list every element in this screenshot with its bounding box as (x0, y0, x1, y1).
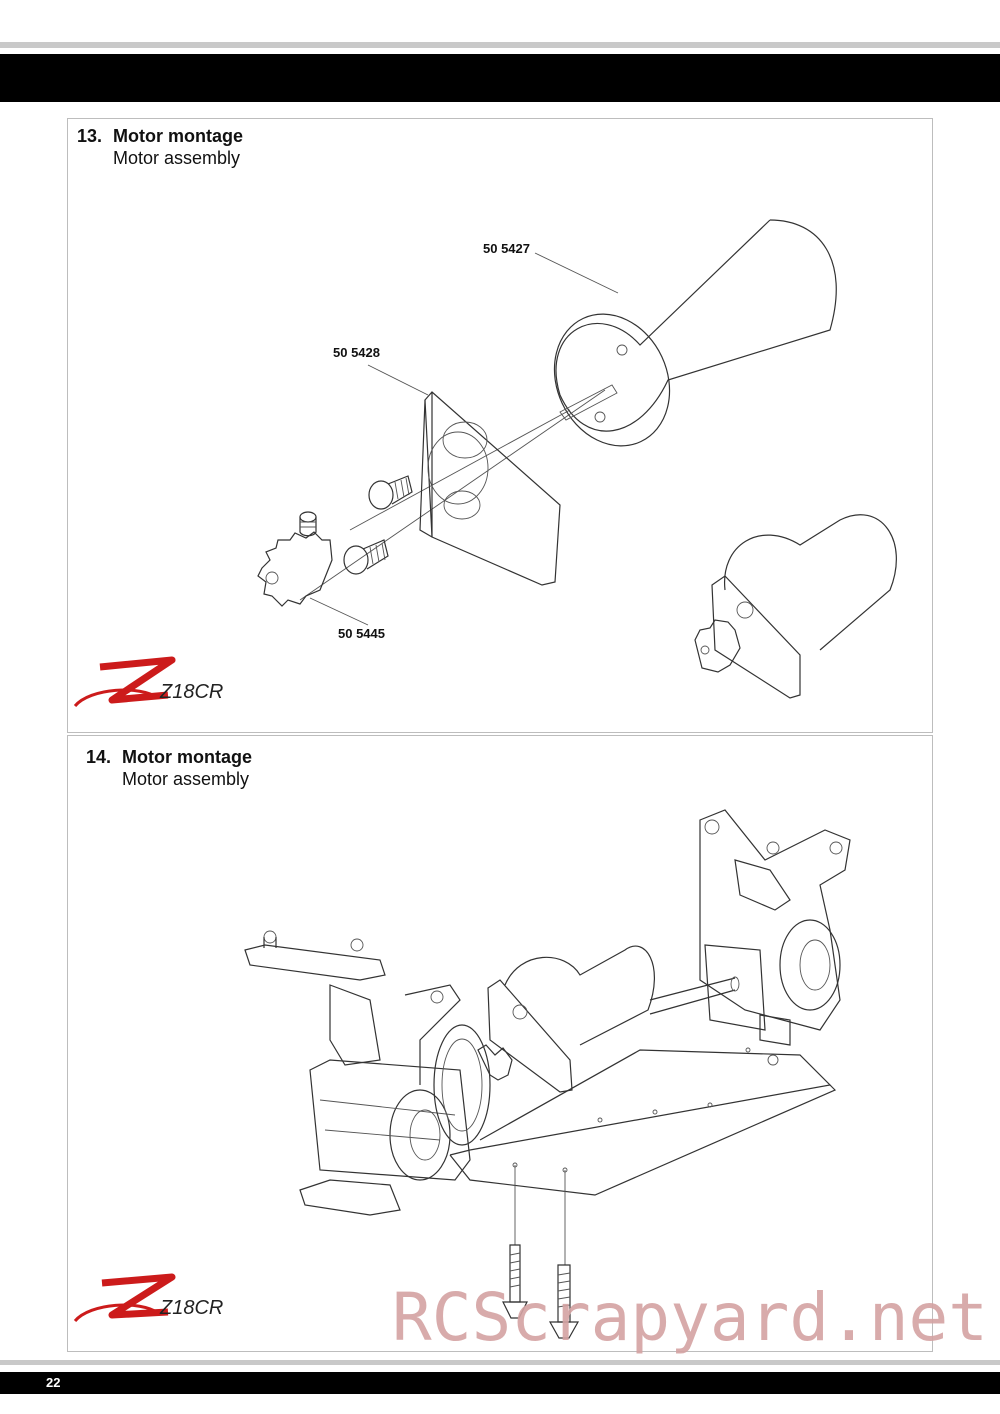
step-14-panel (67, 735, 933, 1352)
header-bar (0, 54, 1000, 102)
logo-text-14: Z18CR (159, 1297, 223, 1319)
motor-shaft-line (299, 389, 606, 601)
mount-screw-upper (368, 475, 413, 510)
step-13-heading: 13. Motor montage Motor assembly (77, 125, 243, 169)
spur-gear (433, 1024, 513, 1146)
footer-rule (0, 1360, 1000, 1365)
front-gearbox (699, 809, 851, 1046)
step-14-heading: 14. Motor montage Motor assembly (86, 746, 252, 790)
watermark: RCScrapyard.net (392, 1279, 988, 1356)
step-13-title: Motor montage (113, 126, 243, 146)
pinion-gear-exploded (257, 531, 333, 607)
step-13-panel (67, 118, 933, 733)
step-14-title: Motor montage (122, 747, 252, 767)
step-14-number: 14. (86, 747, 112, 767)
mounting-screw-right (548, 1170, 580, 1339)
part-label-50-5428: 50 5428 (333, 345, 380, 360)
leader-lines-13 (309, 252, 619, 626)
page-number: 22 (46, 1375, 61, 1390)
assembled-motor-preview (694, 514, 897, 699)
motor-can-exploded (553, 219, 837, 447)
z18cr-logo: Z18CR (73, 656, 223, 708)
step-13-number: 13. (77, 126, 103, 146)
logo-text: Z18CR (159, 681, 223, 703)
rear-gearbox (244, 930, 471, 1181)
footer-bar (0, 1372, 1000, 1394)
mount-screw-lower (343, 539, 389, 575)
step-14-subtitle: Motor assembly (122, 769, 250, 789)
motor-installed (487, 945, 656, 1093)
motor-mount-plate (419, 391, 561, 586)
drive-shaft (649, 976, 740, 1015)
grub-screw (299, 511, 317, 537)
chassis-plate (299, 1047, 837, 1216)
step-13-subtitle: Motor assembly (113, 148, 241, 168)
part-label-50-5427: 50 5427 (483, 241, 530, 256)
z18cr-logo-14: Z18CR (73, 1273, 223, 1323)
part-label-50-5445: 50 5445 (338, 626, 385, 641)
mounting-screw-left (502, 1165, 528, 1319)
header-rule (0, 42, 1000, 48)
